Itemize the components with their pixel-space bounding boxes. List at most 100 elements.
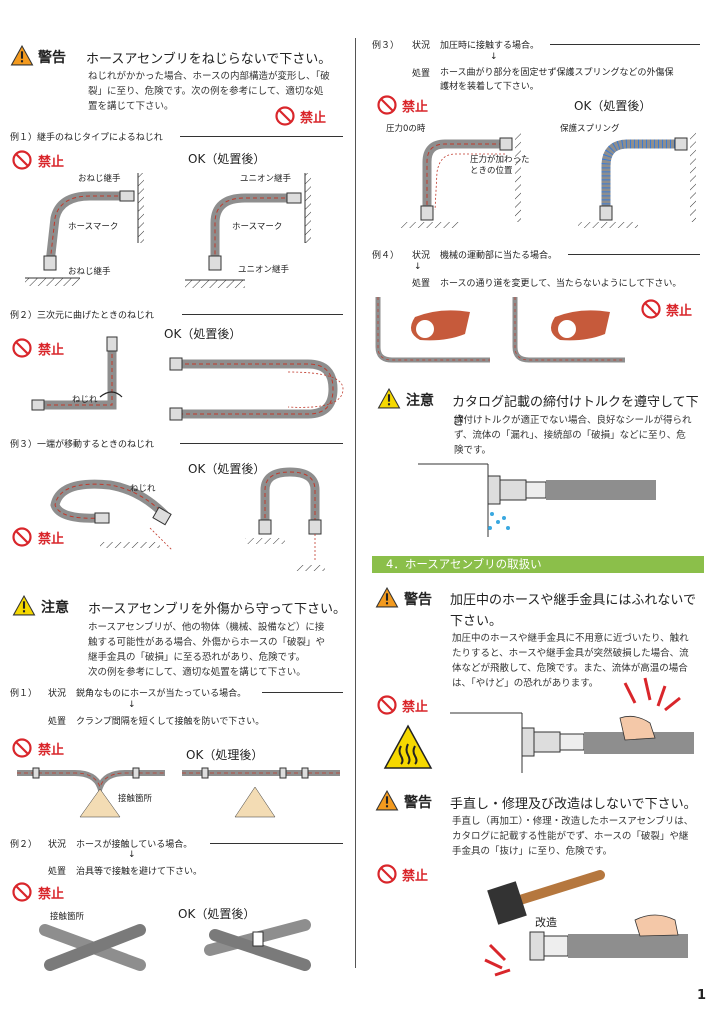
prohibit-label: 禁止 [38,887,65,902]
u-bend-ok-illustration [169,357,344,421]
contact-point-label: 接触箇所 [118,794,153,804]
callout-hose-mark-ok: ホースマーク [232,222,283,232]
action-tag: 処置 [48,867,67,877]
warning-triangle-icon [10,45,34,66]
ok-label: OK（処理後） [186,748,264,762]
caution-triangle-icon [12,595,36,616]
leaking-fitting-illustration [418,463,656,537]
prohibit-icon [377,864,397,884]
example-2-label: 例２）三次元に曲げたときのねじれ [10,311,155,321]
example-rule [180,443,343,444]
action-tag: 処置 [412,279,431,289]
action-text: クランプ間隔を短くして接触を防いで下さい。 [76,717,265,727]
callout-union-bottom: ユニオン継手 [238,265,290,275]
example-3-label: 例３）一端が移動するときのねじれ [10,440,155,450]
pressure-bend-illustration [400,132,521,228]
action-tag: 処置 [412,69,431,79]
prohibit-label: 禁止 [402,100,429,115]
warning-title: ホースアセンブリをねじらないで下さい。 [86,52,332,67]
example-num: 例３） [372,41,400,51]
caution-tag: 注意 [406,393,434,409]
example-num: 例４） [372,251,400,261]
situation-tag: 状況 [48,840,67,850]
warning-title: 手直し・修理及び改造はしないで下さい。 [450,797,697,812]
prohibit-label: 禁止 [38,343,65,358]
situation-tag: 状況 [48,689,67,699]
ok-label: OK（処置後） [178,907,256,921]
ok-label: OK（処置後） [188,152,266,166]
prohibit-label: 禁止 [300,111,327,126]
caution-body: ホースアセンブリが、他の物体（機械、設備など）に接 触する可能性がある場合、外傷… [88,622,326,678]
twisted-hose-illustration [25,173,144,286]
warning-body: ねじれがかかった場合、ホースの内部構造が変形し、「破 裂」に至り、危険です。次の… [88,71,330,112]
prohibit-label: 禁止 [402,700,429,715]
prohibit-label: 禁止 [402,869,429,884]
prohibit-label: 禁止 [666,304,693,319]
modification-label: 改造 [535,916,557,929]
action-text: ホース曲がり部分を固定せず保護スプリングなどの外傷保 護材を装着して下さい。 [440,68,674,92]
prohibit-icon [275,106,295,126]
callout-nut-top: おねじ継手 [78,174,121,184]
arrow-down: ↓ [128,700,136,710]
example-rule [262,692,343,693]
vertical-u-ok-illustration [245,467,325,571]
caution-triangle-icon [377,388,401,409]
hammer-modification-illustration [484,870,688,977]
prohibit-icon [12,527,32,547]
caution-title: カタログ記載の締付けトルクを遵守して下さ [452,395,699,429]
prohibit-label: 禁止 [38,743,65,758]
prohibit-label: 禁止 [38,155,65,170]
situation-tag: 状況 [412,41,431,51]
moving-end-illustration [50,479,173,551]
caution-body: 締付けトルクが適正でない場合、良好なシールが得られ ず、流体の「漏れ」、接続部の… [454,415,692,456]
hand-touching-hose-illustration [450,677,694,773]
separated-hoses-ok-illustration [204,919,311,971]
action-tag: 処置 [48,717,67,727]
example-rule [182,314,343,315]
moving-part-contact-illustration [375,297,490,363]
warning-triangle-icon [375,790,399,811]
example-rule [210,843,343,844]
situation-text: 加圧時に接触する場合。 [440,41,540,51]
pressure-zero-label: 圧力0の時 [386,124,426,134]
clamped-ok-illustration [182,767,340,818]
callout-nut-bottom: おねじ継手 [68,267,111,277]
arrow-down: ↓ [414,262,422,272]
example-rule [568,254,700,255]
situation-text: 鋭角なものにホースが当たっている場合。 [76,689,247,699]
straight-hose-ok-illustration [185,173,311,288]
ok-label: OK（処置後） [574,99,652,113]
prohibit-icon [12,738,32,758]
prohibit-icon [12,338,32,358]
prohibit-label: 禁止 [38,532,65,547]
warning-body: 加圧中のホースや継手金具に不用意に近づいたり、触れ たりすると、ホースや継手金具… [452,633,689,689]
ok-label: OK（処置後） [164,327,242,341]
ok-label: OK（処置後） [188,462,266,476]
column-divider [355,38,356,968]
caution-title: ホースアセンブリを外傷から守って下さい。 [88,602,347,617]
situation-tag: 状況 [412,251,431,261]
rerouted-hose-ok-illustration [512,297,625,363]
twist-label: ねじれ [130,484,156,494]
3d-twist-illustration [31,336,123,411]
crossing-hoses-illustration [39,924,146,971]
example-rule [180,136,343,137]
caution-tag: 注意 [41,600,69,616]
example-rule [550,44,700,45]
prohibit-icon [377,95,397,115]
contact-point-label: 接触箇所 [50,912,85,922]
warning-tag: 警告 [38,50,66,66]
prohibit-icon [641,299,661,319]
example-1-label: 例１）継手のねじタイプによるねじれ [10,133,163,143]
prohibit-icon [377,695,397,715]
callout-hose-mark: ホースマーク [68,222,119,232]
spring-guard-ok-illustration [578,132,696,228]
example-num: 例２） [10,840,38,850]
pressured-position-label: 圧力が加わった ときの位置 [470,155,530,176]
warning-tag: 警告 [404,795,432,811]
hot-surface-icon [383,724,433,769]
prohibit-icon [12,882,32,902]
callout-union-top: ユニオン継手 [240,174,292,184]
protective-spring-label: 保護スプリング [560,124,620,134]
arrow-down: ↓ [490,52,498,62]
